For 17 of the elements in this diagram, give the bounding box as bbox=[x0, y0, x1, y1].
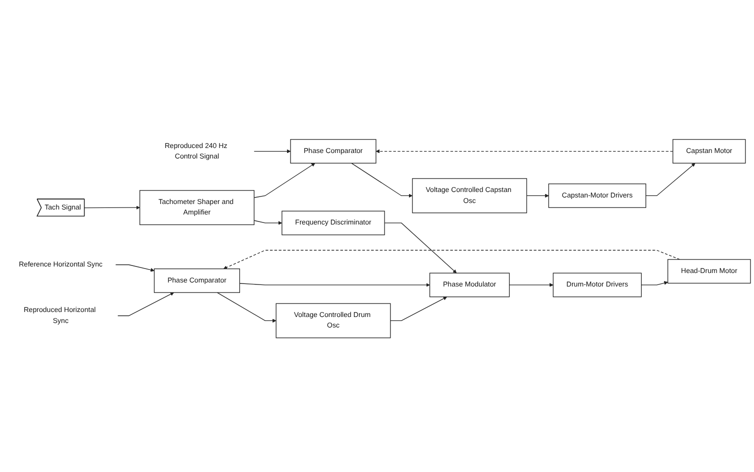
arrow bbox=[254, 149, 291, 154]
arrow bbox=[223, 250, 680, 270]
arrow bbox=[376, 149, 674, 154]
arrow bbox=[216, 292, 276, 323]
arrow bbox=[390, 296, 448, 322]
arrow bbox=[509, 283, 554, 287]
arrow bbox=[115, 264, 154, 272]
arrow bbox=[526, 194, 549, 198]
arrow bbox=[641, 281, 668, 286]
arrow bbox=[646, 163, 696, 196]
arrow bbox=[351, 162, 413, 198]
arrow bbox=[384, 222, 457, 274]
arrow bbox=[254, 220, 282, 225]
arrow bbox=[84, 206, 140, 210]
arrow bbox=[239, 283, 430, 287]
arrow bbox=[254, 163, 316, 198]
arrow bbox=[118, 292, 174, 316]
